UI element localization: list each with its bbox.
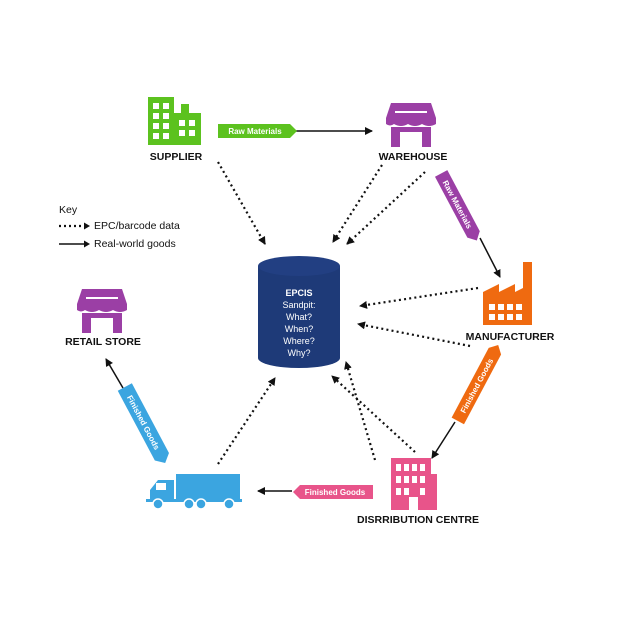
retail-node: RETAIL STORE [65, 289, 141, 348]
epc-arrow-warehouse-1 [332, 164, 383, 243]
database-body [258, 266, 340, 368]
database-line-2: Sandpit: [282, 300, 315, 310]
tag-supplier-warehouse-text: Raw Materials [228, 127, 282, 136]
epc-arrow-distribution-2 [331, 375, 416, 453]
database-line-6: Why? [287, 348, 310, 358]
manufacturer-label: MANUFACTURER [466, 331, 555, 343]
epc-arrow-manufacturer-2 [357, 321, 471, 348]
tag-truck-retail: Finished Goods [117, 383, 169, 463]
goods-arrow-truck-retail [105, 358, 124, 389]
distribution-label: DISRRIBUTION CENTRE [357, 514, 479, 526]
tag-distribution-truck: Finished Goods [293, 485, 373, 499]
buildings-icon [148, 97, 201, 145]
database-line-5: Where? [283, 336, 315, 346]
tag-warehouse-manufacturer: Raw Materials [434, 170, 480, 241]
factory-icon [483, 262, 532, 325]
office-building-icon [391, 458, 437, 510]
key-title: Key [59, 204, 78, 216]
storefront-icon [77, 289, 127, 333]
database-top [258, 256, 340, 276]
database-line-4: When? [285, 324, 314, 334]
manufacturer-node: MANUFACTURER [466, 262, 555, 343]
supplier-node: SUPPLIER [148, 97, 203, 163]
warehouse-node: WAREHOUSE [379, 103, 448, 163]
goods-arrow-manufacturer-distribution [431, 421, 456, 459]
truck-node [146, 474, 242, 510]
epc-arrow-manufacturer-1 [359, 286, 479, 309]
database-line-1: EPCIS [285, 288, 312, 298]
truck-icon [146, 474, 242, 510]
key-dotted-arrowhead [84, 222, 90, 230]
epcis-database: EPCIS Sandpit: What? When? Where? Why? [258, 256, 340, 368]
epc-arrow-supplier [217, 161, 266, 245]
epc-arrow-truck [217, 377, 276, 465]
tag-truck-retail-text: Finished Goods [125, 394, 162, 452]
distribution-node: DISRRIBUTION CENTRE [357, 458, 479, 526]
tag-manufacturer-distribution-text: Finished Goods [459, 357, 496, 415]
tag-warehouse-manufacturer-text: Raw Materials [441, 179, 474, 231]
warehouse-label: WAREHOUSE [379, 151, 448, 163]
goods-arrows [105, 127, 501, 495]
goods-arrow-warehouse-manufacturer [479, 237, 501, 278]
supplier-label: SUPPLIER [150, 151, 203, 163]
key-dotted-label: EPC/barcode data [94, 220, 180, 232]
database-line-3: What? [286, 312, 312, 322]
retail-label: RETAIL STORE [65, 336, 141, 348]
key-solid-arrowhead [84, 240, 90, 248]
tag-supplier-warehouse: Raw Materials [218, 124, 297, 138]
epc-arrow-distribution-1 [344, 361, 377, 461]
storefront-icon [386, 103, 436, 147]
epc-data-arrows [217, 161, 479, 465]
key-legend: Key EPC/barcode data Real-world goods [59, 204, 180, 250]
key-solid-label: Real-world goods [94, 238, 176, 250]
epc-arrow-warehouse-2 [346, 171, 426, 245]
tag-manufacturer-distribution: Finished Goods [451, 345, 502, 425]
tag-distribution-truck-text: Finished Goods [305, 488, 366, 497]
